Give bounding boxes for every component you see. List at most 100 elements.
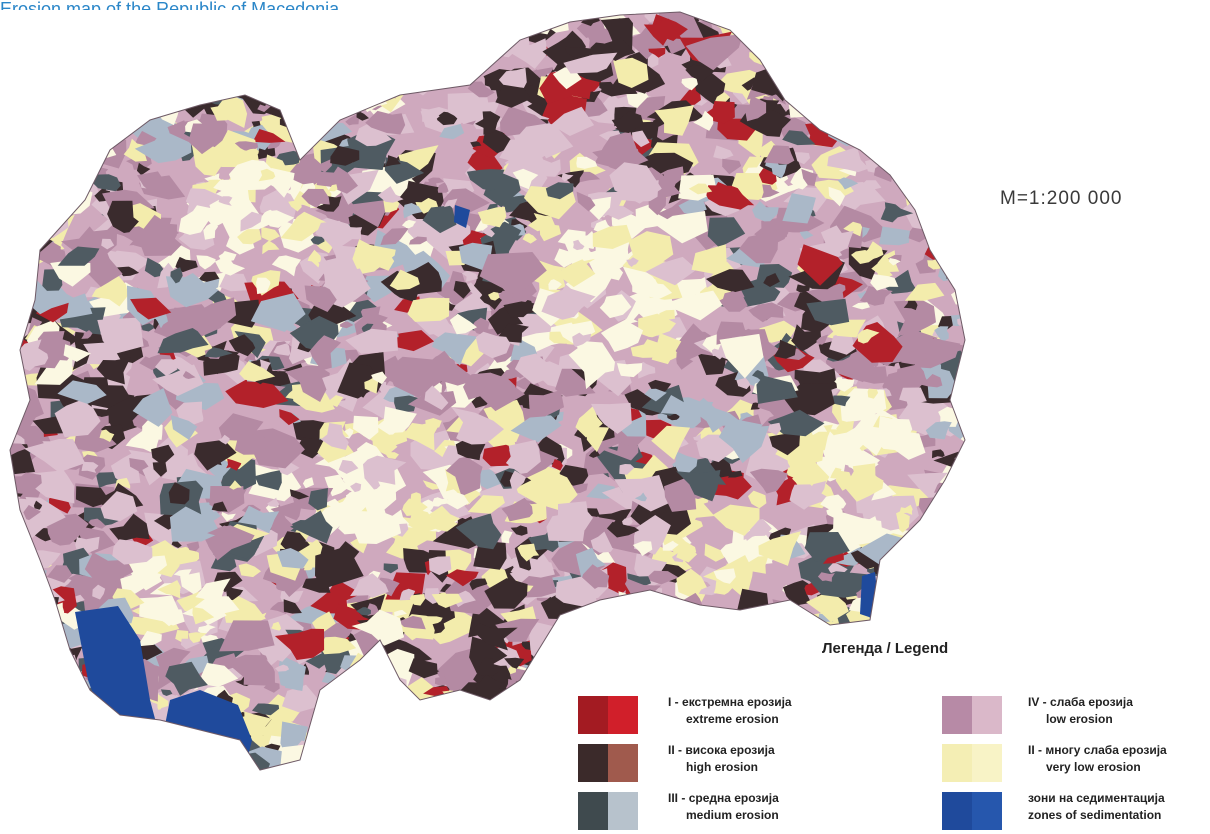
erosion-patch	[10, 618, 22, 629]
erosion-patch	[304, 61, 340, 94]
erosion-patch	[769, 431, 801, 456]
erosion-patch	[450, 18, 477, 29]
erosion-patch	[322, 117, 336, 126]
erosion-patch	[77, 82, 111, 103]
erosion-patch	[384, 155, 401, 167]
erosion-patch	[835, 651, 887, 690]
erosion-patch	[378, 689, 413, 705]
erosion-patch	[380, 12, 417, 27]
erosion-patch	[632, 130, 650, 148]
erosion-patch	[690, 397, 745, 433]
erosion-patch	[488, 12, 506, 16]
erosion-patch	[904, 282, 945, 301]
erosion-patch	[927, 12, 965, 34]
erosion-patch	[815, 92, 843, 120]
legend-swatch-medium	[578, 792, 638, 830]
erosion-patch	[576, 645, 588, 654]
erosion-patch	[763, 273, 780, 287]
erosion-patch	[237, 229, 262, 245]
erosion-patch	[234, 430, 271, 455]
erosion-patch	[890, 610, 915, 630]
erosion-patch	[266, 40, 307, 80]
erosion-patch	[782, 193, 816, 224]
erosion-patch	[189, 74, 204, 87]
erosion-patch	[318, 257, 350, 288]
erosion-patch	[473, 540, 507, 570]
erosion-patch	[512, 313, 553, 340]
erosion-patch	[23, 181, 67, 210]
erosion-patch	[290, 510, 333, 544]
legend-roman: IV -	[1028, 695, 1047, 709]
erosion-patch	[827, 147, 869, 173]
erosion-patch	[923, 570, 963, 598]
erosion-patch	[219, 620, 275, 652]
erosion-patch	[478, 715, 520, 746]
erosion-patch	[956, 457, 965, 483]
erosion-patch	[830, 467, 842, 479]
erosion-patch	[330, 749, 359, 767]
erosion-patch	[517, 543, 540, 562]
erosion-patch	[691, 244, 727, 275]
erosion-patch	[136, 43, 190, 76]
legend-roman: II -	[1028, 743, 1042, 757]
erosion-patch	[749, 12, 801, 36]
erosion-patch	[362, 658, 373, 669]
erosion-patch	[868, 12, 886, 14]
erosion-patch	[20, 100, 41, 126]
erosion-patch	[475, 331, 511, 359]
erosion-patch	[804, 532, 850, 562]
erosion-patch	[541, 596, 567, 617]
erosion-patch	[861, 128, 889, 145]
erosion-patch	[10, 193, 42, 214]
erosion-patch	[378, 739, 405, 758]
erosion-patch	[656, 211, 708, 244]
erosion-patch	[47, 565, 73, 583]
erosion-patch	[152, 461, 167, 477]
erosion-patch	[252, 129, 286, 143]
erosion-patch	[774, 229, 787, 239]
erosion-patch	[194, 439, 237, 471]
erosion-patch	[928, 98, 965, 138]
erosion-patch	[921, 532, 957, 560]
erosion-patch	[902, 571, 917, 583]
erosion-patch	[507, 712, 530, 738]
erosion-patch	[563, 52, 618, 74]
erosion-patch	[125, 12, 165, 25]
erosion-patch	[60, 23, 88, 38]
erosion-patch	[88, 111, 119, 134]
erosion-patch	[137, 171, 168, 191]
erosion-patch	[911, 60, 936, 71]
erosion-patch	[713, 580, 736, 595]
erosion-patch	[901, 154, 931, 172]
erosion-patch	[858, 516, 893, 541]
erosion-patch	[475, 221, 491, 232]
erosion-patch	[387, 330, 435, 352]
erosion-patch	[308, 488, 328, 511]
erosion-patch	[624, 650, 641, 665]
legend-label-mk: висока ерозија	[685, 743, 775, 757]
erosion-patch	[10, 642, 38, 667]
erosion-patch	[10, 632, 21, 655]
erosion-patch	[10, 177, 31, 207]
erosion-patch	[443, 698, 465, 721]
erosion-patch	[383, 563, 399, 574]
erosion-patch	[356, 12, 378, 14]
erosion-patch	[966, 211, 976, 222]
erosion-patch	[695, 607, 717, 621]
erosion-patch	[938, 261, 962, 282]
erosion-patch	[474, 673, 502, 700]
erosion-patch	[482, 226, 495, 238]
erosion-patch	[373, 694, 417, 723]
erosion-patch	[256, 277, 271, 295]
erosion-patch	[269, 601, 289, 614]
erosion-patch	[902, 533, 923, 548]
erosion-patch	[914, 335, 961, 369]
erosion-patch	[941, 483, 965, 519]
erosion-patch	[282, 41, 295, 49]
erosion-patch	[10, 183, 56, 211]
erosion-patch	[953, 55, 965, 73]
erosion-patch	[846, 80, 860, 92]
erosion-patch	[10, 443, 35, 475]
erosion-patch	[155, 359, 178, 377]
